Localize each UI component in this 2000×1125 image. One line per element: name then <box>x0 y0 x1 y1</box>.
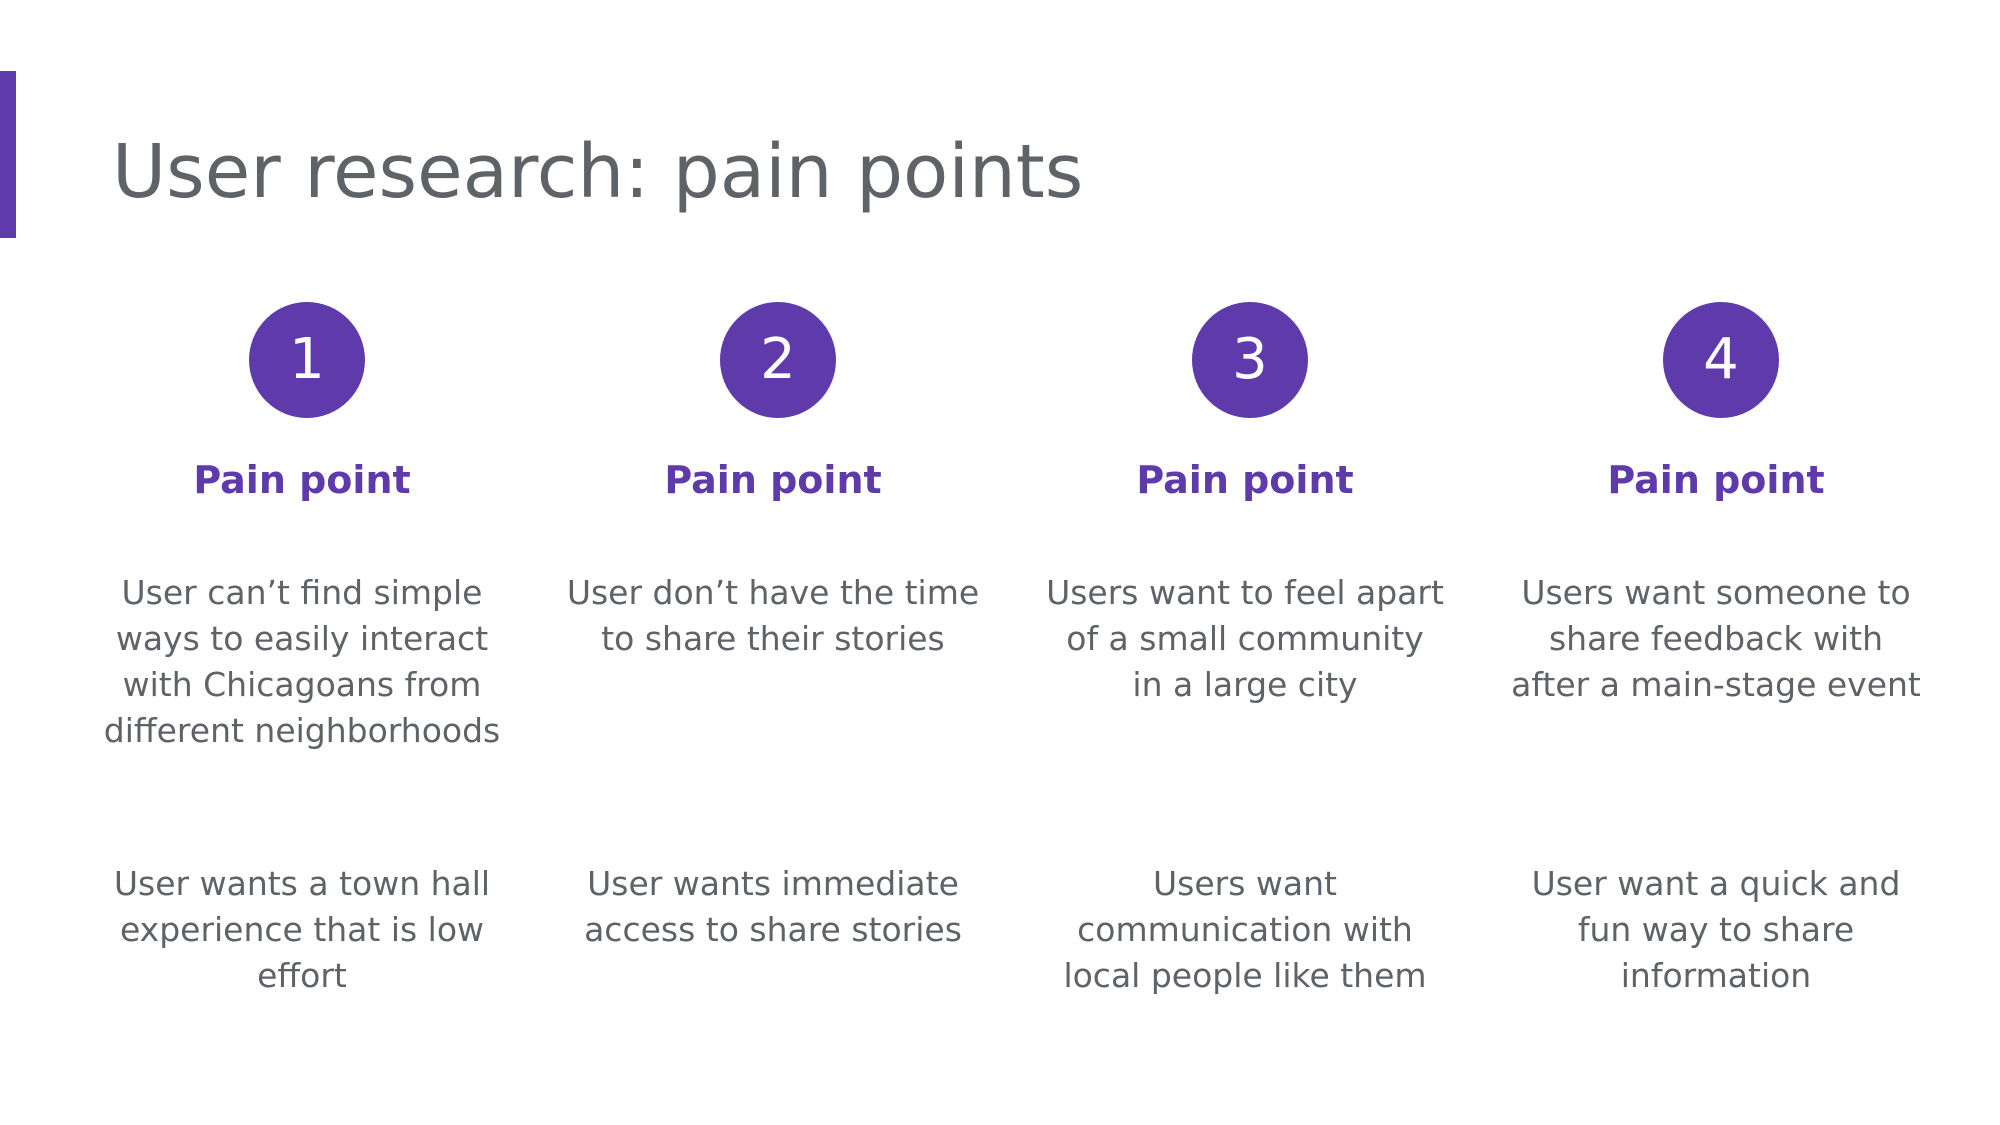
accent-bar <box>0 71 16 238</box>
pain-point-heading: Pain point <box>193 458 411 502</box>
pain-point-description: User don’t have the time to share their … <box>566 573 980 658</box>
pain-point-detail: Users want communication with local peop… <box>1063 864 1427 995</box>
pain-point-description: Users want someone to share feedback wit… <box>1511 573 1921 704</box>
pain-point-number-badge: 1 <box>249 302 365 418</box>
pain-point-heading: Pain point <box>1607 458 1825 502</box>
pain-point-column-3: 3 Pain point Users want to feel apart of… <box>1005 302 1485 995</box>
pain-point-detail: User wants a town hall experience that i… <box>113 864 491 995</box>
pain-point-number-badge: 2 <box>720 302 836 418</box>
pain-point-number-badge: 4 <box>1663 302 1779 418</box>
pain-point-detail: User want a quick and fun way to share i… <box>1531 864 1901 995</box>
pain-point-column-4: 4 Pain point Users want someone to share… <box>1476 302 1956 995</box>
pain-point-description: User can’t find simple ways to easily in… <box>103 573 501 750</box>
pain-point-heading: Pain point <box>664 458 882 502</box>
pain-point-heading: Pain point <box>1136 458 1354 502</box>
pain-point-detail: User wants immediate access to share sto… <box>584 864 962 949</box>
pain-point-description: Users want to feel apart of a small comm… <box>1046 573 1444 704</box>
slide-title: User research: pain points <box>112 129 1084 215</box>
pain-point-number-badge: 3 <box>1192 302 1308 418</box>
pain-point-column-2: 2 Pain point User don’t have the time to… <box>533 302 1013 949</box>
pain-point-column-1: 1 Pain point User can’t find simple ways… <box>62 302 542 995</box>
